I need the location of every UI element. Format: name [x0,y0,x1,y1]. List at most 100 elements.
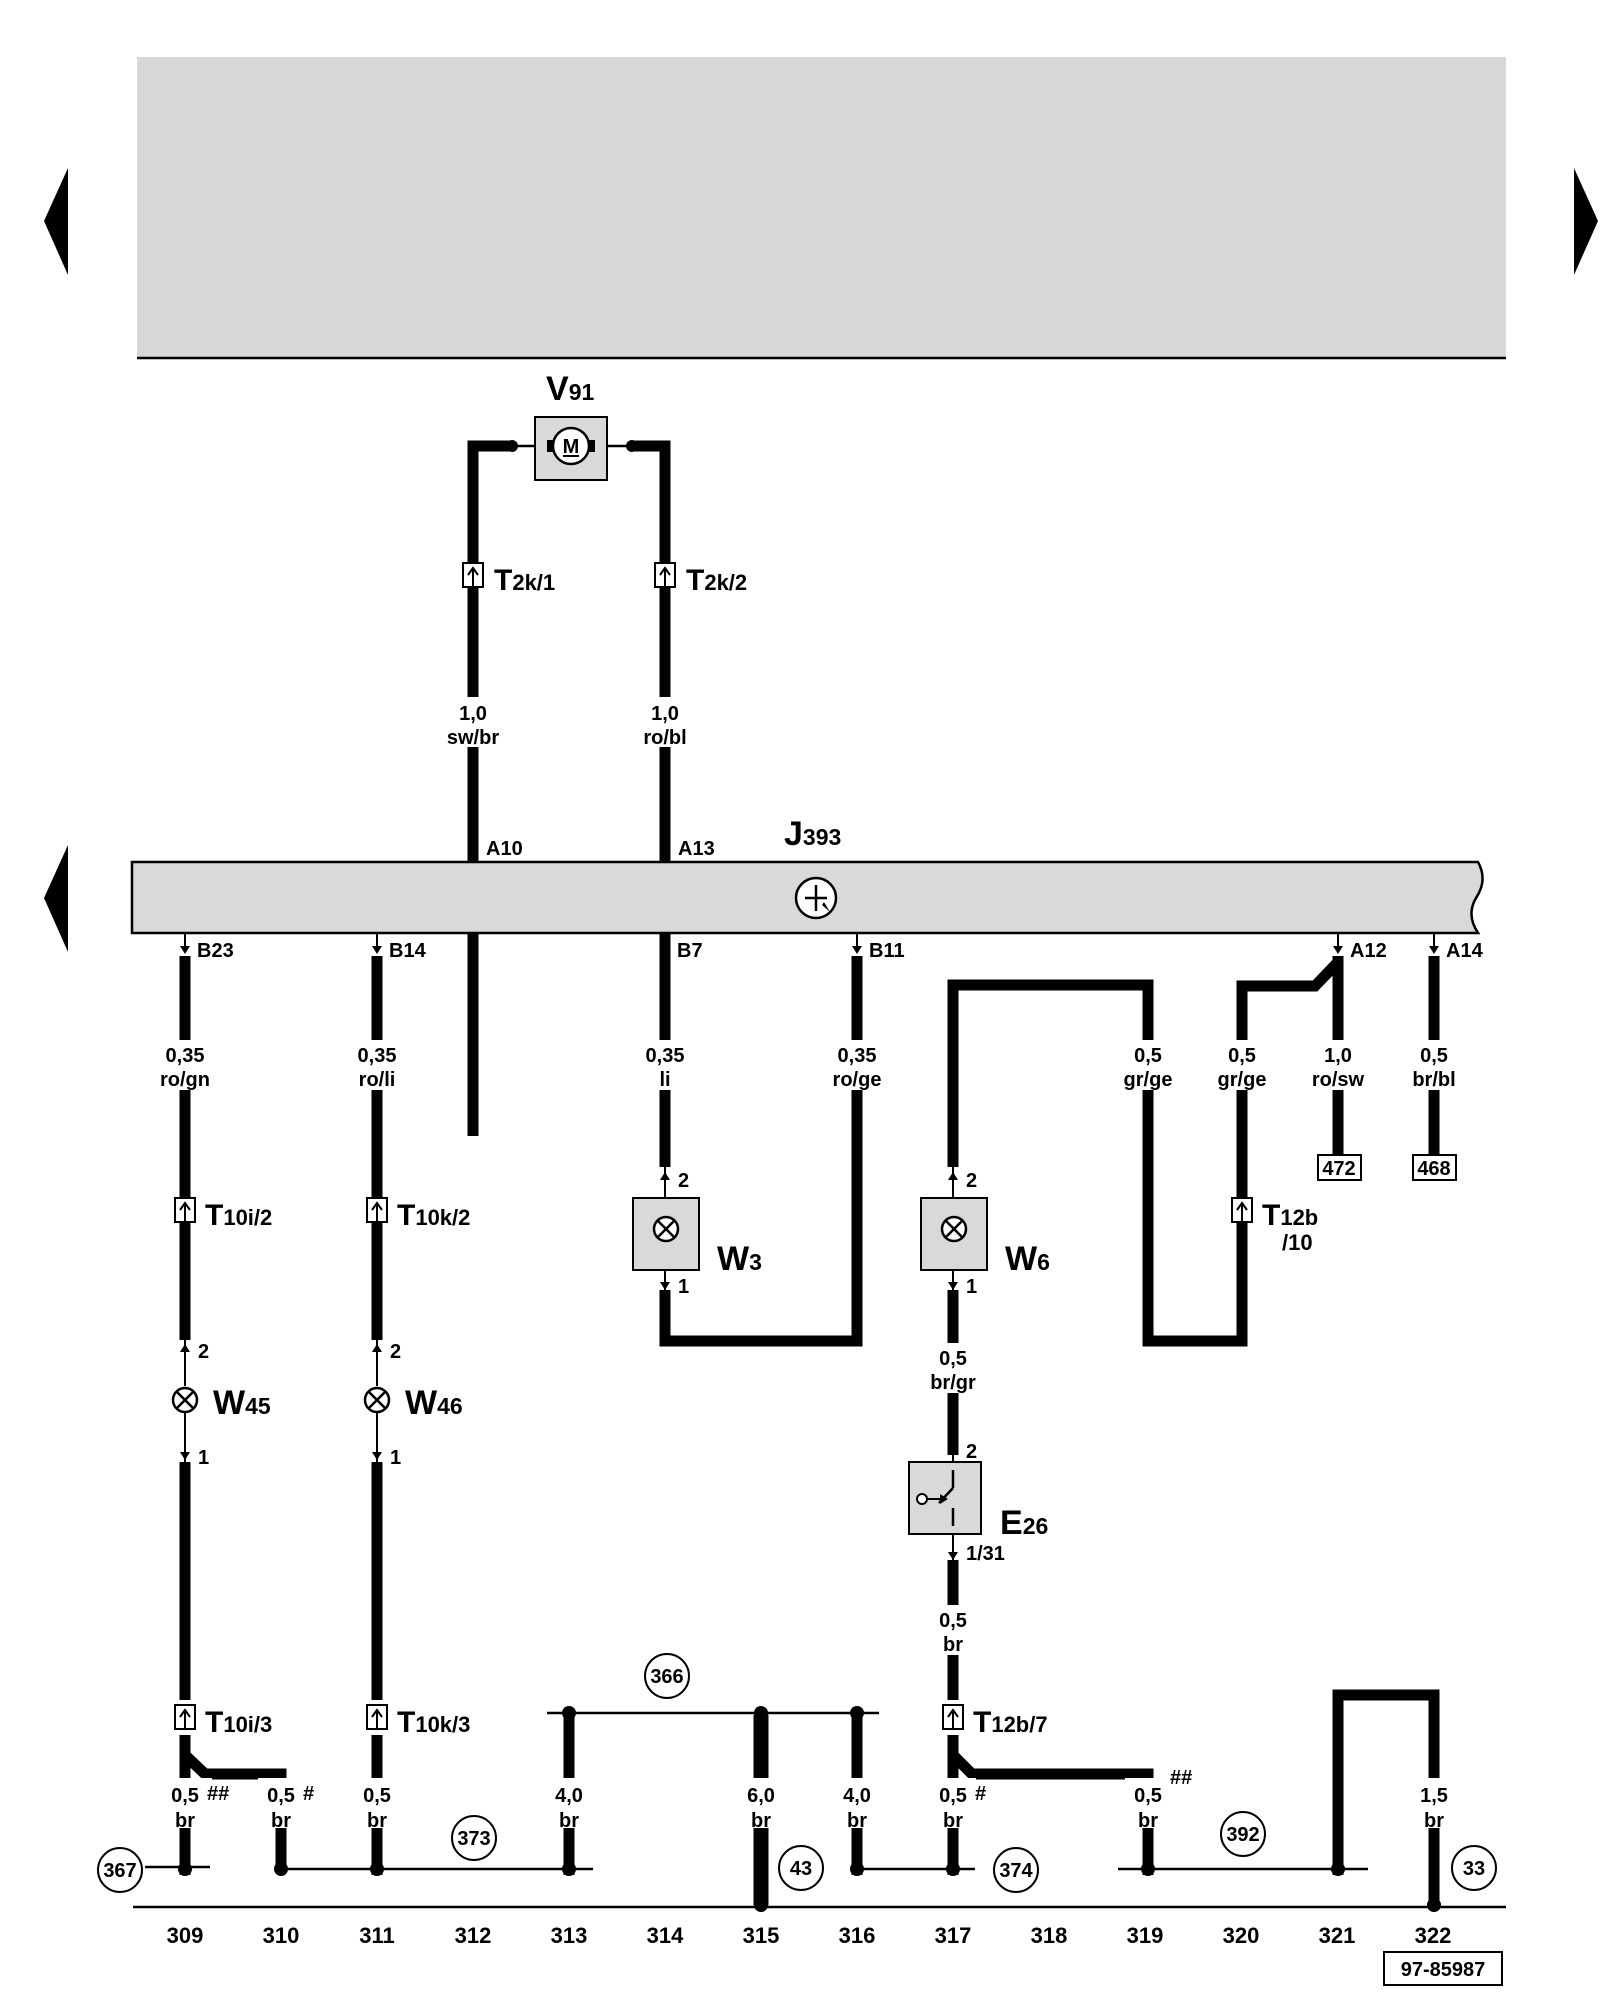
svg-text:ro/sw: ro/sw [1312,1069,1365,1091]
pin-arrow-b11 [852,934,862,954]
pin-b7: B7 [677,940,703,962]
drawing-id: 97-85987 [1401,1959,1486,1981]
svg-text:0,5: 0,5 [939,1785,967,1807]
svg-text:373: 373 [457,1828,490,1850]
ref-box-468[interactable] [1412,1154,1457,1181]
svg-text:0,5: 0,5 [267,1785,295,1807]
svg-text:392: 392 [1226,1824,1259,1846]
connector-t10k2-icon [366,1197,388,1223]
svg-text:##: ## [207,1783,229,1805]
svg-text:br: br [271,1810,291,1832]
track-number: 319 [1127,1923,1164,1948]
svg-text:0,35: 0,35 [646,1045,685,1067]
svg-text:#: # [975,1783,986,1805]
motor-label: V91 [546,370,594,408]
svg-text:0,35: 0,35 [358,1045,397,1067]
pin-w46-2: 2 [390,1341,401,1363]
pin-arrow-b14 [372,934,382,954]
pin-w3-2: 2 [678,1170,689,1192]
wire-gr-ge-loop [947,956,1344,1347]
bulb-w6-label: W6 [1005,1240,1050,1278]
pin-arrow-a12 [1333,934,1343,954]
svg-text:br: br [559,1810,579,1832]
switch-e26-label: E26 [1000,1504,1048,1542]
connector-t12b7-icon [942,1704,964,1730]
bulb-w45-label: W45 [213,1384,271,1422]
bulb-w46 [363,1340,391,1462]
svg-text:367: 367 [103,1860,136,1882]
nav-arrow-right-top[interactable] [1574,168,1598,275]
ref-circle-367: 367 [97,1847,143,1893]
svg-text:br/bl: br/bl [1412,1069,1455,1091]
track-number: 321 [1319,1923,1356,1948]
ref-circle-374: 374 [993,1847,1039,1893]
svg-text:br: br [367,1810,387,1832]
ref-circle-392: 392 [1220,1811,1266,1857]
pin-arrow-a14 [1429,934,1439,954]
wire-b11 [659,956,863,1347]
track-number: 320 [1223,1923,1260,1948]
svg-text:0,35: 0,35 [166,1045,205,1067]
ref-circle-366: 366 [644,1653,690,1699]
pin-b11: B11 [869,940,905,962]
connector-t12b10-suffix: /10 [1282,1230,1313,1255]
svg-text:6,0: 6,0 [747,1785,775,1807]
nav-arrow-left-top[interactable] [44,168,68,275]
connector-t10k2-label: T10k/2 [397,1199,470,1232]
svg-text:br: br [943,1810,963,1832]
motor-symbol: M [563,436,580,458]
ref-468[interactable]: 468 [1417,1158,1450,1180]
pin-w6-2: 2 [966,1170,977,1192]
pin-w46-1: 1 [390,1447,401,1469]
ref-472[interactable]: 472 [1322,1158,1355,1180]
nav-arrow-left-middle[interactable] [44,845,68,952]
svg-text:33: 33 [1463,1858,1485,1880]
pin-a10: A10 [486,838,523,860]
svg-text:li: li [659,1069,670,1091]
wire-color: sw/br [447,727,499,749]
connector-t2k1-icon [462,562,484,588]
bulb-w45 [171,1340,199,1462]
svg-text:br/gr: br/gr [930,1372,976,1394]
track-number: 313 [551,1923,588,1948]
svg-text:br: br [943,1634,963,1656]
track-number: 316 [839,1923,876,1948]
motor-v91: M [534,416,608,481]
track-number: 322 [1415,1923,1452,1948]
pin-a14: A14 [1446,940,1484,962]
svg-text:0,5: 0,5 [939,1348,967,1370]
svg-text:ro/ge: ro/ge [833,1069,882,1091]
connector-t10k3-icon [366,1704,388,1730]
svg-text:gr/ge: gr/ge [1218,1069,1267,1091]
pin-e26-2: 2 [966,1441,977,1463]
bulb-w3 [632,1167,700,1292]
svg-text:br: br [751,1810,771,1832]
track-number: 309 [167,1923,204,1948]
wire-color: ro/bl [643,727,686,749]
svg-text:0,5: 0,5 [1420,1045,1448,1067]
track-number: 312 [455,1923,492,1948]
ref-box-472[interactable] [1317,1154,1362,1181]
track-number: 317 [935,1923,972,1948]
svg-text:ro/gn: ro/gn [160,1069,210,1091]
control-unit-label: J393 [784,815,841,853]
track-number: 311 [359,1923,395,1948]
track-number: 315 [743,1923,780,1948]
svg-text:#: # [303,1783,314,1805]
svg-text:0,5: 0,5 [1228,1045,1256,1067]
pin-arrow-b7 [660,934,670,954]
svg-text:0,5: 0,5 [171,1785,199,1807]
bulb-w6 [920,1167,988,1292]
svg-text:br: br [175,1810,195,1832]
svg-text:br: br [1138,1810,1158,1832]
pin-arrow-a13 [660,843,670,861]
pin-w45-1: 1 [198,1447,209,1469]
svg-text:1,5: 1,5 [1420,1785,1448,1807]
connector-t12b10-label: T12b [1262,1199,1318,1232]
pin-b23: B23 [197,940,234,962]
track-number: 310 [263,1923,300,1948]
svg-text:##: ## [1170,1767,1192,1789]
connector-t10i2-icon [174,1197,196,1223]
